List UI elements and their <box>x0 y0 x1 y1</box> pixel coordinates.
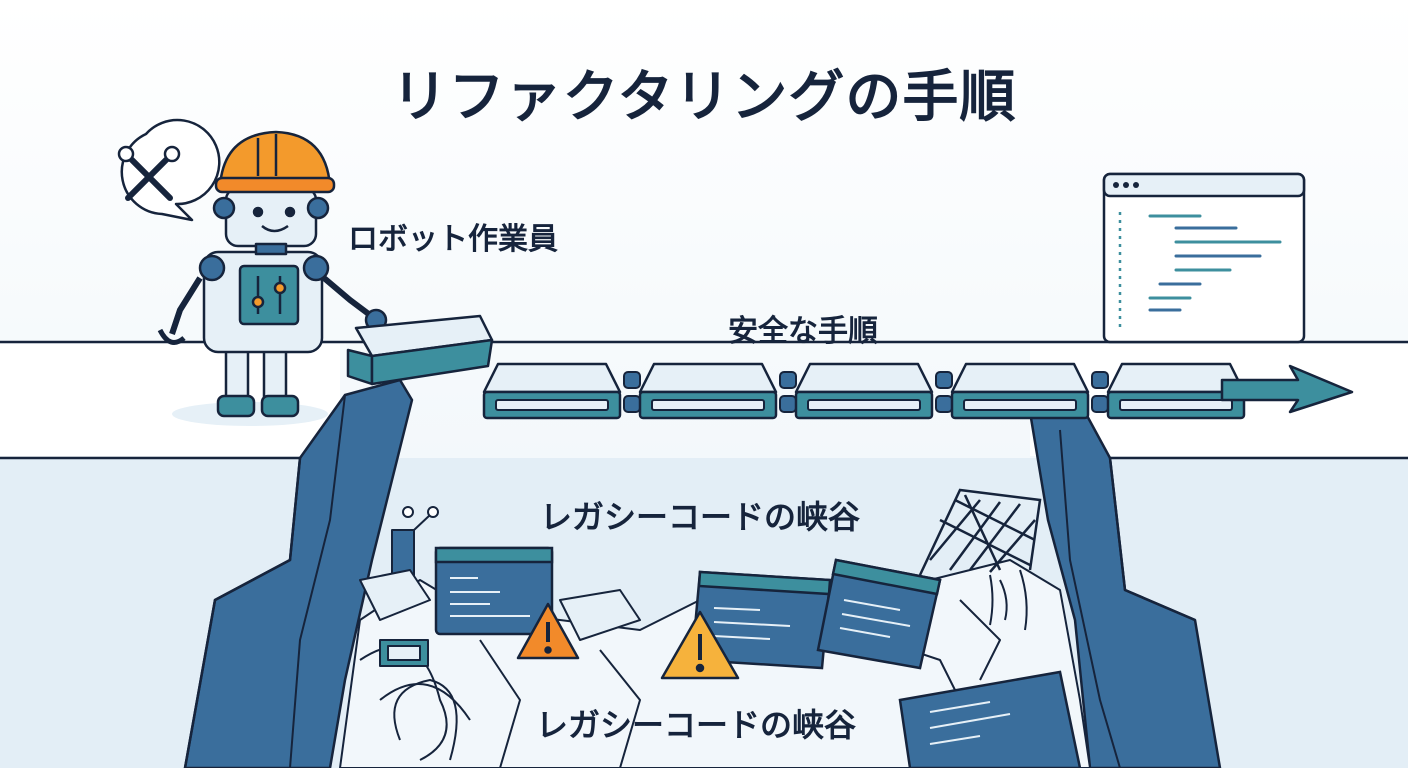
broken-truss <box>918 488 1042 576</box>
bridge-step-block <box>1106 362 1246 420</box>
robot-worker <box>157 130 494 426</box>
safe-steps-bridge <box>482 362 1246 420</box>
warning-icon <box>516 602 580 660</box>
right-cliff <box>1026 398 1222 768</box>
canyon-label-lower: レガシーコードの峡谷 <box>536 706 857 744</box>
page-title: リファクタリングの手順 <box>391 65 1017 130</box>
robot-label: ロボット作業員 <box>348 222 558 257</box>
canyon-label-upper: レガシーコードの峡谷 <box>540 498 861 536</box>
legacy-code-screen-1 <box>434 546 554 636</box>
warning-icon <box>660 610 740 680</box>
tools-icon <box>117 118 221 222</box>
legacy-code-screen-4 <box>898 670 1082 768</box>
safe-steps-label: 安全な手順 <box>728 314 878 349</box>
bridge-step-block <box>950 362 1090 420</box>
left-cliff <box>183 378 414 768</box>
arrow-right-icon <box>1220 364 1354 414</box>
legacy-code-screen-3 <box>816 558 942 670</box>
code-window-icon <box>1102 172 1306 344</box>
bridge-step-block <box>794 362 934 420</box>
bridge-step-block <box>482 362 622 420</box>
bridge-step-block <box>638 362 778 420</box>
